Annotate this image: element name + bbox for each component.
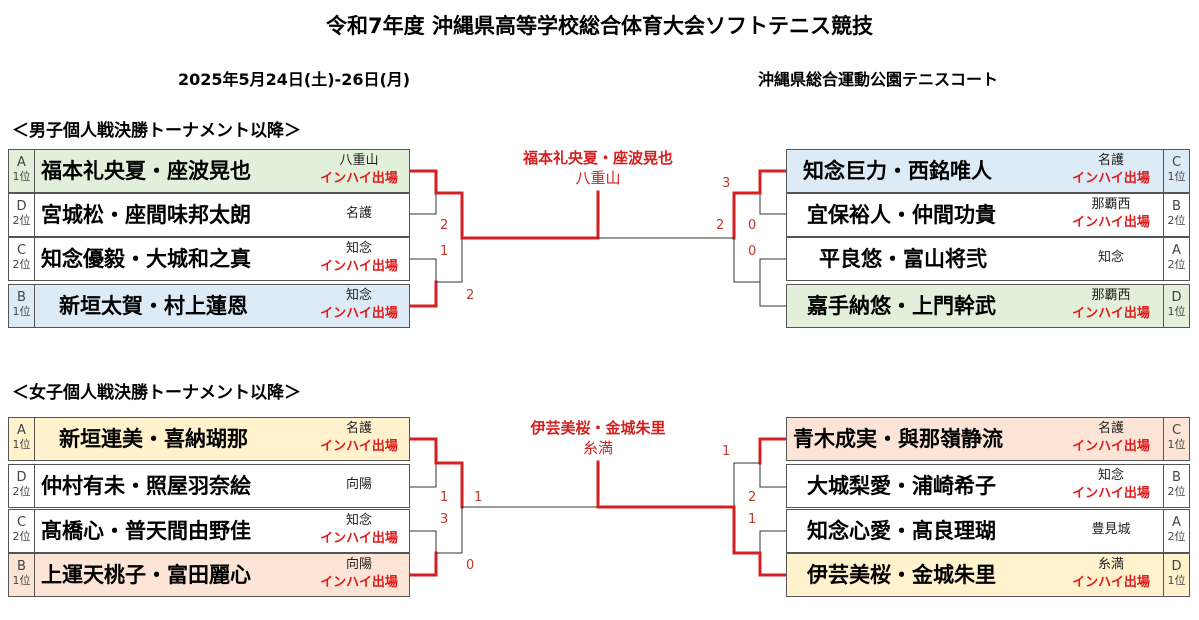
school-info: 名護インハイ出場	[320, 421, 398, 454]
pair-name: 新垣太賀・村上蓮恩	[59, 294, 248, 318]
school-info: 名護インハイ出場	[1072, 421, 1150, 454]
girls-score-left-semi2: 3	[440, 512, 449, 527]
event-date: 2025年5月24日(土)-26日(月)	[178, 70, 411, 89]
pair-name: 髙橋心・普天間由野佳	[41, 519, 251, 543]
pair-name: 平良悠・富山将弐	[819, 247, 987, 271]
girls-score-left-semi1: 1	[440, 490, 449, 505]
boys-score-left-final: 2	[466, 288, 475, 303]
girls-champion-name: 伊芸美桜・金城朱里	[530, 419, 666, 437]
pair-name: 仲村有未・照屋羽奈絵	[41, 474, 251, 498]
girls-score-right-semi1: 1	[722, 444, 731, 459]
pair-name: 宜保裕人・仲間功貴	[807, 203, 996, 227]
pair-name: 知念巨力・西銘唯人	[803, 159, 992, 183]
school-info: 知念インハイ出場	[320, 513, 398, 546]
school-info: 向陽	[345, 477, 372, 492]
pair-name: 宮城松・座間味邦太朗	[41, 203, 251, 227]
boys-score-right-semi1: 3	[722, 176, 731, 191]
pair-name: 福本礼央夏・座波晃也	[41, 159, 251, 183]
school-info: 知念インハイ出場	[320, 288, 398, 321]
school-info: 那覇西インハイ出場	[1072, 197, 1150, 230]
boys-champion-name: 福本礼央夏・座波晃也	[522, 149, 673, 167]
school-info: 糸満インハイ出場	[1072, 557, 1150, 590]
girls-champion: 伊芸美桜・金城朱里 糸満	[478, 418, 718, 458]
girls-score-right-semi2: 2	[748, 490, 757, 505]
boys-score-right-final: 2	[716, 218, 725, 233]
school-info: 名護インハイ出場	[1072, 153, 1150, 186]
boys-section-header: ＜男子個人戦決勝トーナメント以降＞	[12, 121, 301, 141]
pair-name: 大城梨愛・浦崎希子	[807, 474, 996, 498]
school-info: 知念インハイ出場	[1072, 468, 1150, 501]
pair-name: 知念優毅・大城和之真	[41, 247, 251, 271]
event-venue: 沖縄県総合運動公園テニスコート	[758, 70, 999, 89]
boys-score-right-semi2: 0	[748, 218, 757, 233]
girls-section-header: ＜女子個人戦決勝トーナメント以降＞	[12, 383, 301, 403]
school-info: 知念インハイ出場	[320, 241, 398, 274]
school-info: 知念	[1097, 250, 1124, 265]
school-info: 豊見城	[1091, 522, 1131, 537]
boys-champion-school: 八重山	[575, 169, 621, 187]
girls-score-left-final: 1	[474, 490, 483, 505]
girls-score-right-semi3: 1	[748, 512, 757, 527]
pair-name: 上運天桃子・富田麗心	[41, 563, 251, 587]
girls-champion-school: 糸満	[582, 439, 613, 457]
boys-score-left-semi2: 1	[440, 244, 449, 259]
school-info: 名護	[345, 206, 372, 221]
girls-score-left-semi3: 0	[466, 558, 475, 573]
school-info: 八重山インハイ出場	[320, 153, 398, 186]
pair-name: 知念心愛・髙良理瑚	[807, 519, 996, 543]
pair-name: 伊芸美桜・金城朱里	[807, 563, 996, 587]
pair-name: 新垣連美・喜納瑚那	[59, 427, 248, 451]
boys-champion: 福本礼央夏・座波晃也 八重山	[478, 148, 718, 188]
boys-score-right-semi3: 0	[748, 244, 757, 259]
pair-name: 青木成実・與那嶺静流	[793, 427, 1003, 451]
pair-name: 嘉手納悠・上門幹武	[807, 294, 996, 318]
school-info: 向陽インハイ出場	[320, 557, 398, 590]
page-title: 令和7年度 沖縄県高等学校総合体育大会ソフトテニス競技	[326, 14, 873, 38]
school-info: 那覇西インハイ出場	[1072, 288, 1150, 321]
boys-score-left-semi1: 2	[440, 218, 449, 233]
